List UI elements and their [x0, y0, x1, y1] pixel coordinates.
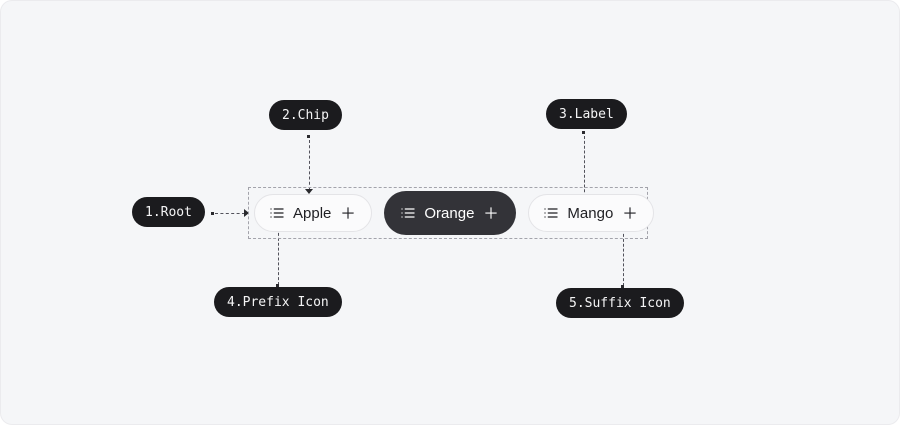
- connector-chip-line: [309, 140, 310, 190]
- chip-apple[interactable]: Apple: [254, 194, 373, 232]
- connector-chip-arrowhead: [305, 189, 313, 194]
- connector-prefix-line: [278, 228, 279, 285]
- annotation-chip: 2.Chip: [269, 100, 342, 130]
- chip-label: Apple: [293, 204, 332, 222]
- connector-root-dot: [211, 212, 214, 215]
- annotation-root: 1.Root: [132, 197, 205, 227]
- plus-icon[interactable]: [482, 204, 500, 222]
- plus-icon[interactable]: [339, 204, 357, 222]
- plus-icon[interactable]: [621, 204, 639, 222]
- connector-root-arrowhead: [244, 209, 249, 217]
- chip-label: Orange: [424, 204, 475, 222]
- connector-chip-dot: [307, 135, 310, 138]
- annotation-suffix-icon: 5.Suffix Icon: [556, 288, 684, 318]
- connector-prefix-dot: [276, 284, 279, 287]
- annotation-prefix-icon: 4.Prefix Icon: [214, 287, 342, 317]
- annotation-label: 3.Label: [546, 99, 627, 129]
- connector-root-line: [215, 213, 245, 214]
- connector-suffix-line: [623, 229, 624, 286]
- list-icon: [400, 205, 416, 221]
- chip-group-root: Apple Orange: [248, 187, 655, 239]
- chip-orange[interactable]: Orange: [384, 191, 517, 235]
- connector-suffix-dot: [621, 285, 624, 288]
- connector-label-line: [584, 136, 585, 202]
- chip-label: Mango: [567, 204, 614, 222]
- connector-label-dot: [582, 131, 585, 134]
- chip-mango[interactable]: Mango: [528, 194, 655, 232]
- list-icon: [543, 205, 559, 221]
- list-icon: [269, 205, 285, 221]
